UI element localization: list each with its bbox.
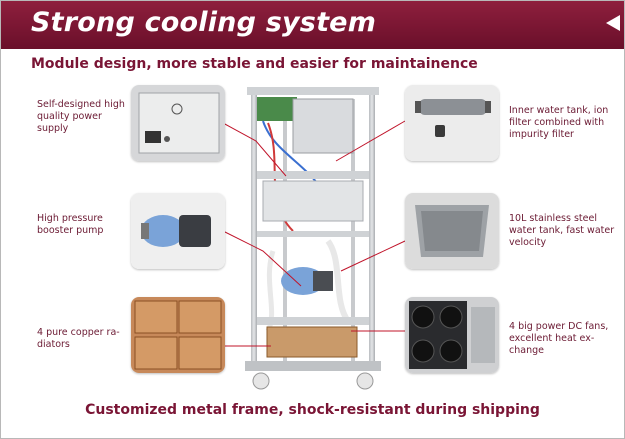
cooling-machine-image xyxy=(245,87,381,390)
footer-caption: Customized metal frame, shock-resistant … xyxy=(85,402,540,418)
water-tank-label: Inner water tank, ion filter combined wi… xyxy=(509,105,609,140)
pump-image xyxy=(131,193,225,269)
steel-tank-label: 10L stainless steel water tank, fast wat… xyxy=(509,213,615,248)
page-subtitle: Module design, more stable and easier fo… xyxy=(31,56,478,72)
fans-label: 4 big power DC fans, excellent heat ex- … xyxy=(509,321,609,356)
power-supply-label: Self-designed high quality power supply xyxy=(37,99,125,134)
power-supply-image xyxy=(131,85,225,161)
steel-tank-image xyxy=(405,193,499,269)
water-tank-filter-image xyxy=(405,85,499,161)
radiators-label: 4 pure copper ra- diators xyxy=(37,327,120,350)
dc-fans-image xyxy=(405,297,499,373)
arrow-icon xyxy=(606,15,620,31)
title-banner: Strong cooling system xyxy=(1,1,624,49)
copper-radiators-image xyxy=(131,297,225,373)
page-title: Strong cooling system xyxy=(31,7,377,38)
pump-label: High pressure booster pump xyxy=(37,213,104,236)
